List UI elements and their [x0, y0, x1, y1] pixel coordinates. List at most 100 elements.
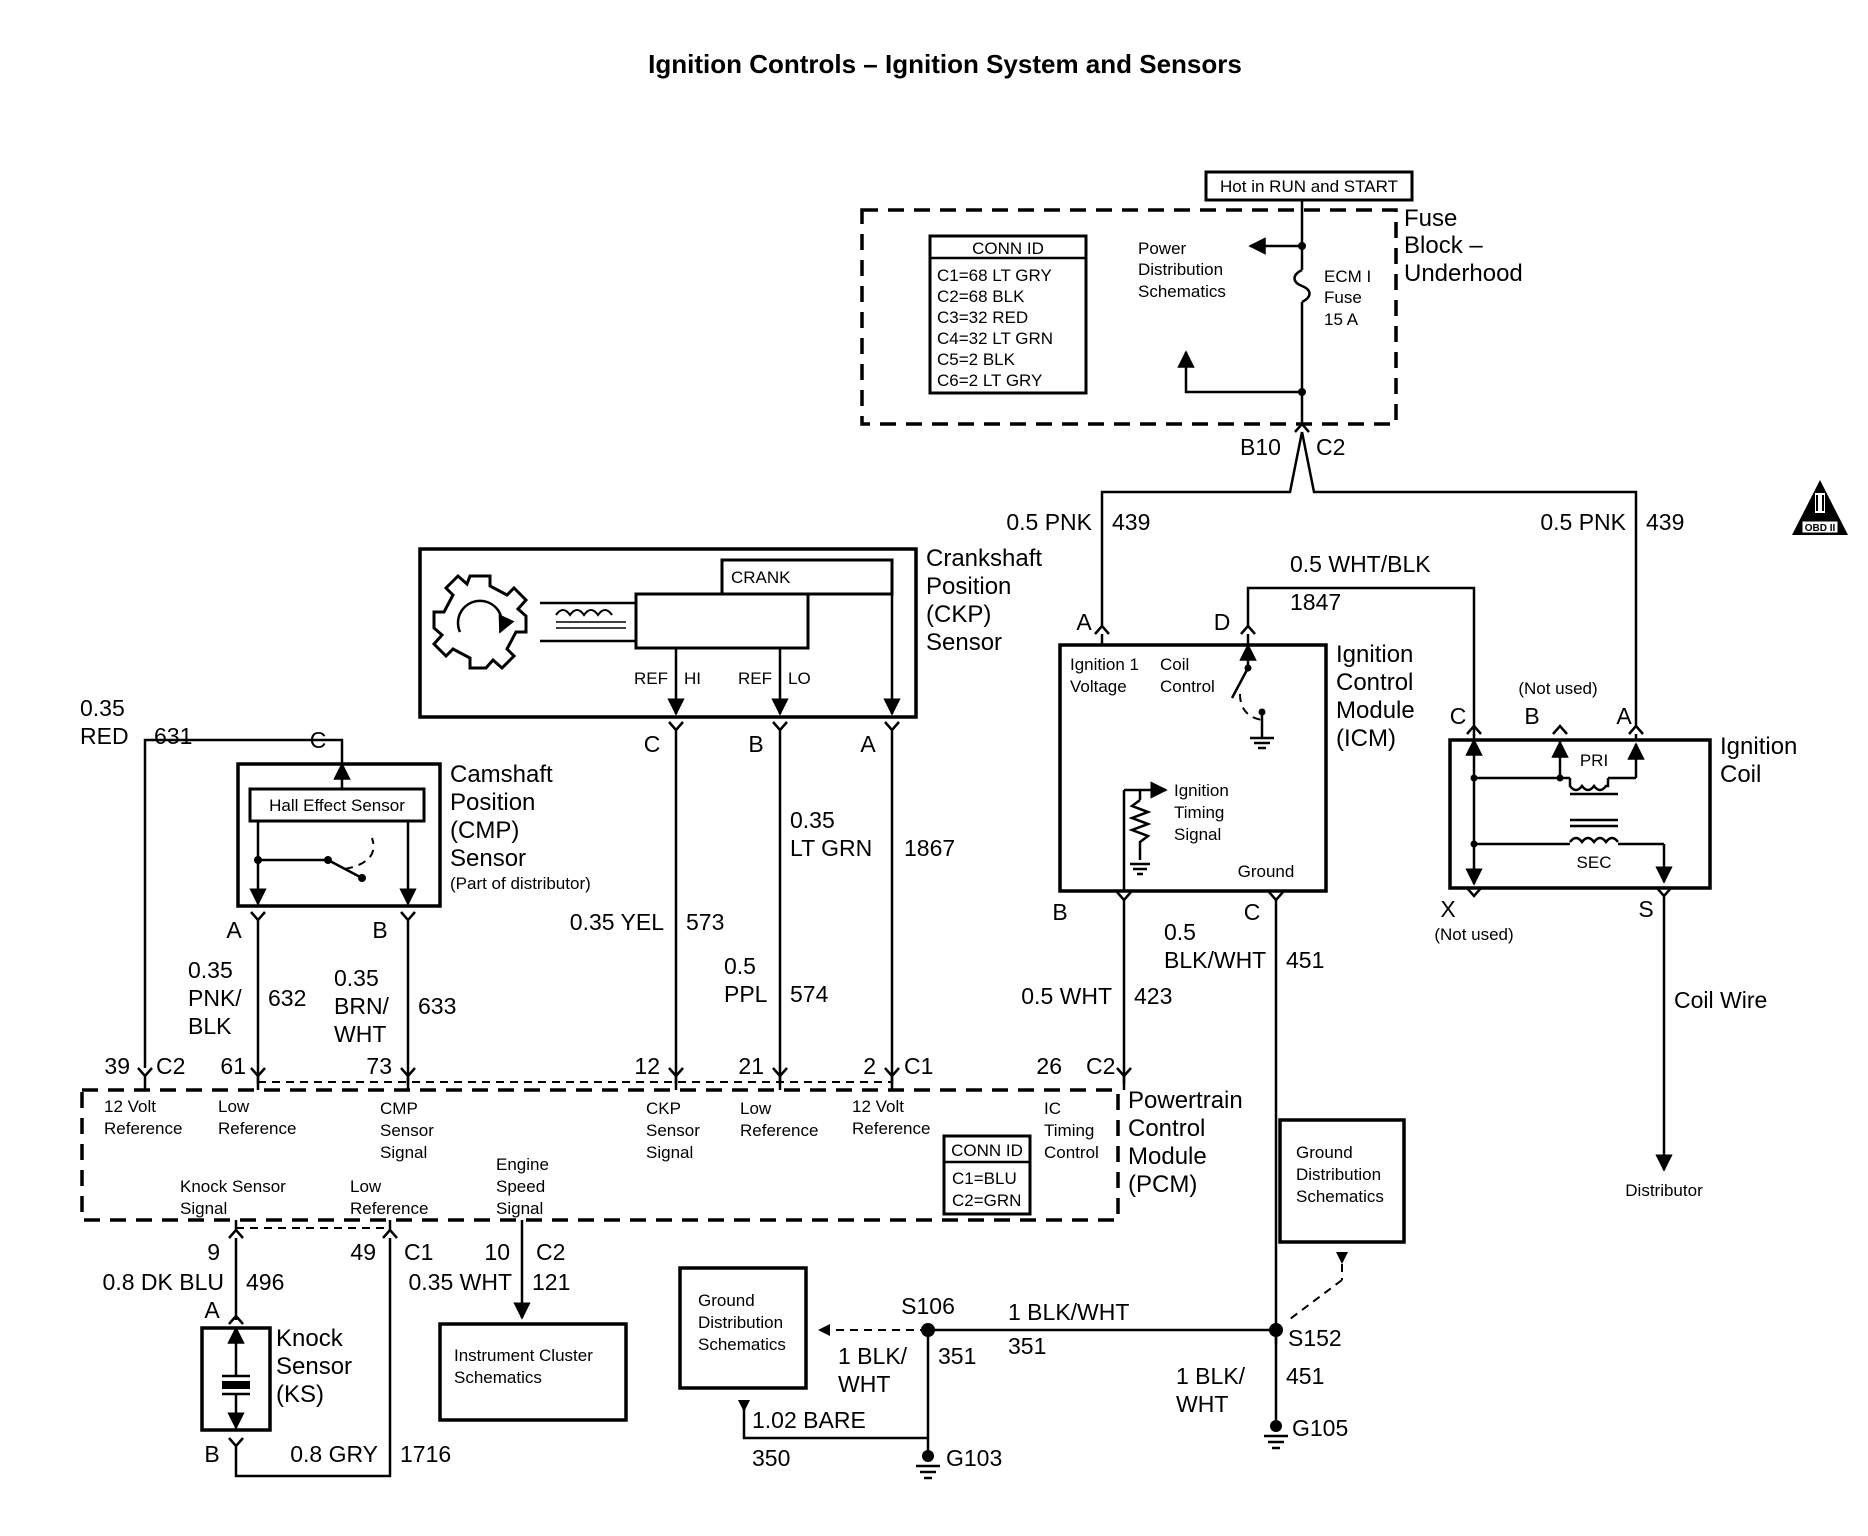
coil-not-used-top: (Not used) [1518, 679, 1597, 698]
wire-s106-gauge-2: WHT [838, 1371, 890, 1397]
pcm-engine-3: Signal [496, 1199, 543, 1218]
wire-350 [742, 1400, 928, 1440]
icm-box [1058, 643, 1328, 893]
wire-s152-circuit: 451 [1286, 1363, 1324, 1389]
wire-pnk-left-gauge: 0.5 PNK [1006, 509, 1092, 535]
knock-pin-a: A [204, 1297, 220, 1323]
ckp-name-3: (CKP) [926, 601, 991, 628]
cmp-sensor-box [236, 762, 442, 908]
power-dist-label-2: Distribution [1138, 260, 1223, 279]
pcm-conn-id-c2: C2=GRN [952, 1191, 1021, 1210]
wire-lt-grn-gauge-1: 0.35 [790, 807, 835, 833]
icm-pin-c: C [1244, 899, 1261, 925]
wire-gry-gauge: 0.8 GRY [290, 1441, 378, 1467]
crank-reluctor-wheel-icon [431, 573, 529, 671]
ground-distribution-box-2 [1278, 1118, 1406, 1244]
pcm-outline [80, 1088, 1120, 1222]
pcm-conn-c2-b: C2 [1086, 1053, 1115, 1079]
wire-yel-gauge: 0.35 YEL [570, 909, 664, 935]
pcm-low-ref1-1: Low [218, 1097, 250, 1116]
cmp-name-2: Position [450, 789, 535, 816]
wire-wht2-gauge: 0.35 WHT [408, 1269, 512, 1295]
coil-pri-label: PRI [1580, 751, 1608, 770]
wire-brn-wht-gauge-1: 0.35 [334, 965, 379, 991]
gds1-3: Schematics [698, 1335, 786, 1354]
splice-s106-label: S106 [901, 1293, 955, 1319]
fuse-pin-b10: B10 [1240, 434, 1281, 460]
pcm-conn-c2-c: C2 [536, 1239, 565, 1265]
distributor-label: Distributor [1625, 1181, 1703, 1200]
fuse-conn-id-c5: C5=2 BLK [937, 350, 1016, 369]
icm-name-1: Ignition [1336, 641, 1413, 668]
wire-blk-wht-gauge-1: 0.5 [1164, 919, 1196, 945]
pcm-cmp-sig-2: Sensor [380, 1121, 434, 1140]
wire-dk-blu-circuit: 496 [246, 1269, 284, 1295]
pcm-conn-id-header: CONN ID [951, 1141, 1023, 1160]
instrument-cluster-1: Instrument Cluster [454, 1346, 593, 1365]
wire-s106-gauge-1: 1 BLK/ [838, 1343, 908, 1369]
fuse-conn-c2: C2 [1316, 434, 1345, 460]
icm-timing-2: Timing [1174, 803, 1224, 822]
pcm-cmp-sig-3: Signal [380, 1143, 427, 1162]
coil-pin-x: X [1440, 896, 1455, 922]
wire-ppl-circuit: 574 [790, 981, 829, 1007]
wire-gry-circuit: 1716 [400, 1441, 451, 1467]
pcm-conn-c1-b: C1 [404, 1239, 433, 1265]
cmp-pin-a: A [226, 917, 242, 943]
wire-wht-circuit: 423 [1134, 983, 1172, 1009]
pcm-conn-id-table [942, 1134, 1032, 1216]
pcm-pin-10: 10 [484, 1239, 510, 1265]
icm-timing-3: Signal [1174, 825, 1221, 844]
wire-brn-wht-gauge-2: BRN/ [334, 993, 390, 1019]
fuse-conn-id-c3: C3=32 RED [937, 308, 1028, 327]
ckp-lo: LO [788, 669, 811, 688]
ground-g105-label: G105 [1292, 1415, 1348, 1441]
pcm-low-ref2-1: Low [740, 1099, 772, 1118]
pcm-conn-c2-a: C2 [156, 1053, 185, 1079]
cmp-name-1: Camshaft [450, 761, 553, 788]
pcm-name-3: Module [1128, 1143, 1207, 1170]
wire-blk-wht-circuit: 451 [1286, 947, 1324, 973]
fuse-conn-id-c2: C2=68 BLK [937, 287, 1025, 306]
pcm-bottom-connector-symbols [228, 1228, 398, 1239]
coil-not-used-bottom: (Not used) [1434, 925, 1513, 944]
diagram-title: Ignition Controls – Ignition System and … [648, 49, 1242, 79]
wire-wht-blk-gauge: 0.5 WHT/BLK [1290, 551, 1431, 577]
pcm-pin-12: 12 [634, 1053, 660, 1079]
icm-name-3: Module [1336, 697, 1415, 724]
pcm-pin-26: 26 [1036, 1053, 1062, 1079]
crank-label: CRANK [731, 568, 791, 587]
ckp-ref-lo: REF [738, 669, 772, 688]
pcm-pin-61: 61 [220, 1053, 246, 1079]
ckp-hi: HI [684, 669, 701, 688]
ckp-pin-b: B [748, 731, 763, 757]
ckp-name-2: Position [926, 573, 1011, 600]
wire-red-gauge-2: RED [80, 723, 129, 749]
wire-439-left [1100, 431, 1304, 626]
cmp-connector-symbols [250, 911, 416, 922]
coil-name-1: Ignition [1720, 733, 1797, 760]
knock-name-2: Sensor [276, 1353, 352, 1380]
icm-name-2: Control [1336, 669, 1413, 696]
hot-in-run-start-box [1204, 170, 1414, 202]
cmp-pin-b: B [372, 917, 387, 943]
coil-pin-a: A [1616, 703, 1632, 729]
icm-timing-1: Ignition [1174, 781, 1229, 800]
wire-wht2-circuit: 121 [532, 1269, 570, 1295]
fuse-label-1: ECM I [1324, 267, 1371, 286]
pcm-ckp-sig-2: Sensor [646, 1121, 700, 1140]
wire-s152-gauge-1: 1 BLK/ [1176, 1363, 1246, 1389]
ckp-name-4: Sensor [926, 629, 1002, 656]
pcm-name-2: Control [1128, 1115, 1205, 1142]
pcm-low-ref3-2: Reference [350, 1199, 428, 1218]
gds1-1: Ground [698, 1291, 755, 1310]
pcm-ref12-2: Reference [104, 1119, 182, 1138]
wire-bare-circuit: 350 [752, 1445, 790, 1471]
pcm-pin-21: 21 [738, 1053, 764, 1079]
fuse-conn-id-header: CONN ID [972, 239, 1044, 258]
knock-sensor-crystal-icon [222, 1326, 250, 1430]
wire-lt-grn-circuit: 1867 [904, 835, 955, 861]
pcm-conn-id-c1: C1=BLU [952, 1169, 1017, 1188]
wire-pnk-blk-gauge-1: 0.35 [188, 957, 233, 983]
icm-pin-b: B [1052, 899, 1067, 925]
